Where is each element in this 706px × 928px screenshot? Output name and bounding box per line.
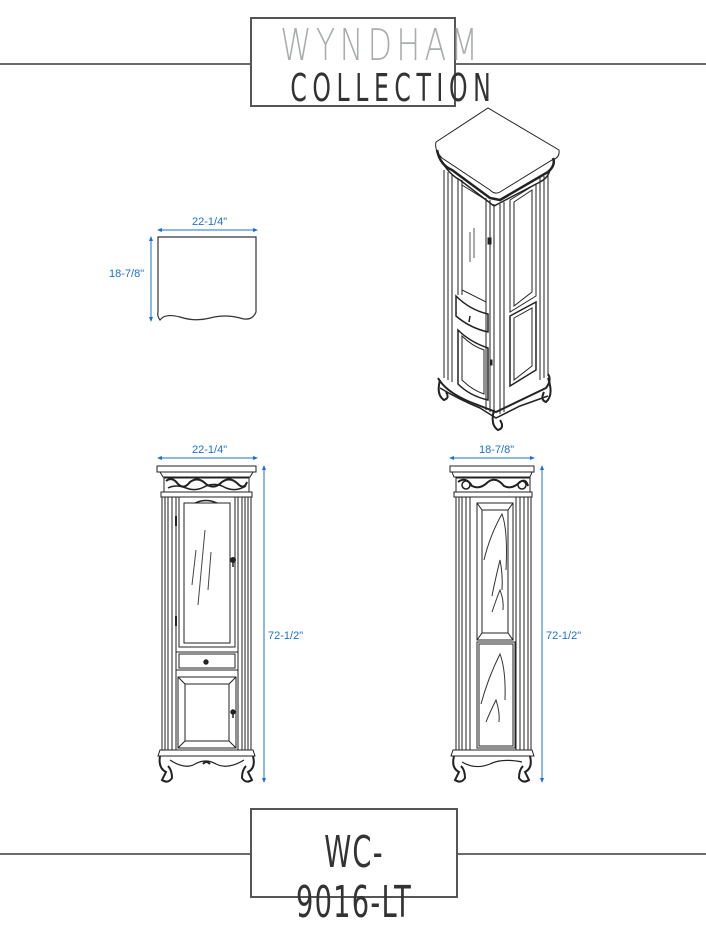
side-view-drawing: [449, 456, 544, 783]
model-number-box: WC-9016-LT: [250, 808, 458, 928]
top-view-width-label: 22-1/4": [192, 216, 228, 228]
header-rule-right: [456, 63, 706, 65]
model-number: WC-9016-LT: [295, 827, 413, 928]
top-view-depth-label: 18-7/8": [109, 268, 145, 280]
isometric-view-drawing: [435, 107, 560, 432]
footer-rule-right: [458, 853, 706, 855]
front-view-width-label: 22-1/4": [192, 444, 228, 456]
side-view-width-label: 18-7/8": [479, 444, 515, 456]
front-view-height-label: 72-1/2": [268, 630, 304, 642]
side-view-height-label: 72-1/2": [546, 630, 582, 642]
footer-rule-left: [0, 853, 250, 855]
header-rule-left: [0, 63, 250, 65]
front-view-drawing: [156, 456, 266, 783]
top-view-drawing: [149, 228, 258, 322]
